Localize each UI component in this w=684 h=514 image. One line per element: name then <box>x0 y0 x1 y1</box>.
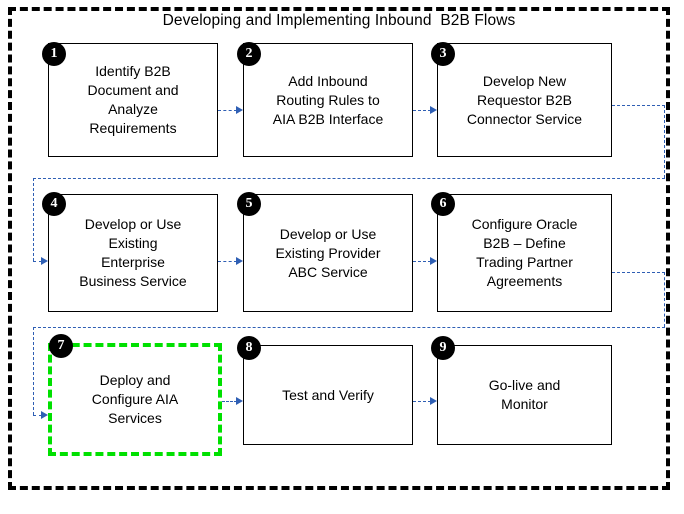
connector-3-to-4-segment-top <box>612 105 665 106</box>
process-node-4-label: Develop or Use Existing Enterprise Busin… <box>79 216 187 289</box>
connector-3-to-4-segment-entry <box>33 261 42 262</box>
process-node-3[interactable]: Develop New Requestor B2B Connector Serv… <box>437 43 612 157</box>
connector-8-to-9 <box>413 401 431 402</box>
connector-5-to-6-arrowhead <box>430 257 437 265</box>
connector-4-to-5-arrowhead <box>236 257 243 265</box>
process-node-7-label: Deploy and Configure AIA Services <box>91 372 179 426</box>
step-badge-2: 2 <box>237 42 261 66</box>
connector-3-to-4-segment-left <box>33 178 34 261</box>
process-node-5[interactable]: Develop or Use Existing Provider ABC Ser… <box>243 194 413 312</box>
step-badge-5: 5 <box>237 192 261 216</box>
process-node-1-label: Identify B2B Document and Analyze Requir… <box>87 63 179 136</box>
diagram-title: Developing and Implementing Inbound B2B … <box>162 12 516 29</box>
step-badge-6: 6 <box>431 192 455 216</box>
step-badge-1: 1 <box>42 42 66 66</box>
connector-6-to-7-segment-top <box>612 272 665 273</box>
process-node-3-label: Develop New Requestor B2B Connector Serv… <box>466 72 583 127</box>
process-node-9-label: Go-live and Monitor <box>488 377 561 412</box>
process-node-2-label: Add Inbound Routing Rules to AIA B2B Int… <box>272 72 384 127</box>
process-node-6-label: Configure Oracle B2B – Define Trading Pa… <box>471 216 578 289</box>
process-node-1[interactable]: Identify B2B Document and Analyze Requir… <box>48 43 218 157</box>
connector-6-to-7-segment-bottom <box>33 327 665 328</box>
connector-6-to-7-arrowhead <box>41 411 48 419</box>
connector-8-to-9-arrowhead <box>430 397 437 405</box>
step-badge-9: 9 <box>431 336 455 360</box>
connector-7-to-8 <box>222 401 237 402</box>
connector-1-to-2 <box>218 110 237 111</box>
process-node-6[interactable]: Configure Oracle B2B – Define Trading Pa… <box>437 194 612 312</box>
outer-boundary-frame <box>8 7 670 490</box>
connector-6-to-7-segment-entry <box>33 415 42 416</box>
step-badge-7: 7 <box>49 334 73 358</box>
step-badge-3: 3 <box>431 42 455 66</box>
process-node-2[interactable]: Add Inbound Routing Rules to AIA B2B Int… <box>243 43 413 157</box>
connector-6-to-7-segment-left <box>33 327 34 415</box>
process-node-8[interactable]: Test and Verify <box>243 345 413 445</box>
connector-3-to-4-segment-bottom <box>33 178 665 179</box>
process-node-5-label: Develop or Use Existing Provider ABC Ser… <box>275 225 381 280</box>
process-node-7[interactable]: Deploy and Configure AIA Services <box>48 343 222 456</box>
connector-6-to-7-segment-right <box>664 272 665 327</box>
connector-2-to-3 <box>413 110 431 111</box>
process-node-4[interactable]: Develop or Use Existing Enterprise Busin… <box>48 194 218 312</box>
connector-2-to-3-arrowhead <box>430 106 437 114</box>
connector-3-to-4-segment-right <box>664 105 665 178</box>
process-node-9[interactable]: Go-live and Monitor <box>437 345 612 445</box>
connector-4-to-5 <box>218 261 237 262</box>
connector-3-to-4-arrowhead <box>41 257 48 265</box>
connector-7-to-8-arrowhead <box>236 397 243 405</box>
step-badge-8: 8 <box>237 336 261 360</box>
process-node-8-label: Test and Verify <box>282 386 374 403</box>
connector-1-to-2-arrowhead <box>236 106 243 114</box>
connector-5-to-6 <box>413 261 431 262</box>
step-badge-4: 4 <box>42 192 66 216</box>
